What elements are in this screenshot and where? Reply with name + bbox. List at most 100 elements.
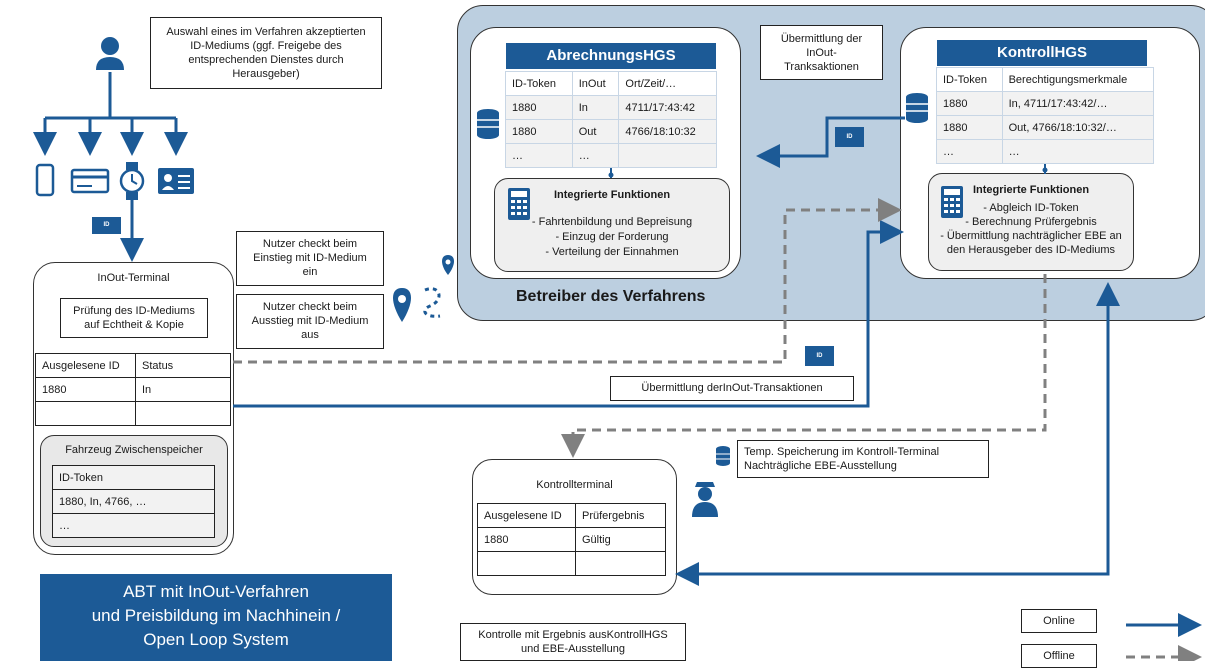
note-line: Nachträgliche EBE-Ausstellung bbox=[744, 460, 897, 472]
table-cell: … bbox=[52, 513, 215, 538]
table-cell: In bbox=[571, 95, 620, 120]
note-line: InOut- bbox=[806, 47, 837, 59]
table-cell: 1880 bbox=[35, 377, 136, 402]
abrechnung-functions: Integrierte Funktionen - Fahrtenbildung … bbox=[494, 178, 730, 272]
kontrollterminal-title: Kontrollterminal bbox=[536, 479, 613, 491]
table-cell: 1880 bbox=[936, 91, 1003, 116]
table-cell: … bbox=[571, 143, 620, 168]
table-cell: Gültig bbox=[575, 527, 666, 552]
id-badge: ID bbox=[805, 346, 834, 366]
title-line: und Preisbildung im Nachhinein / bbox=[91, 606, 341, 625]
title-box: ABT mit InOut-Verfahren und Preisbildung… bbox=[40, 574, 392, 661]
note-line: Nutzer checkt beim bbox=[262, 301, 358, 313]
table-cell: 1880 bbox=[936, 115, 1003, 140]
id-card-icon bbox=[158, 168, 194, 194]
online-arrow bbox=[675, 285, 1110, 586]
note-line: ein bbox=[302, 266, 318, 278]
note-line: Auswahl eines im Verfahren akzeptierten bbox=[166, 26, 366, 38]
kon-func-line: den Herausgeber des ID-Mediums bbox=[946, 244, 1116, 256]
kon-header-id: ID-Token bbox=[936, 67, 1003, 92]
kontroll-title: KontrollHGS bbox=[937, 40, 1147, 66]
checkin-note: Nutzer checkt beim Einstieg mit ID-Mediu… bbox=[236, 231, 384, 286]
abr-func-line: - Fahrtenbildung und Bepreisung bbox=[531, 216, 693, 228]
table-cell: 4766/18:10:32 bbox=[618, 119, 717, 144]
inout-table: Ausgelesene ID Status 1880 In bbox=[35, 353, 231, 426]
operator-label: Betreiber des Verfahrens bbox=[516, 288, 706, 305]
table-cell: … bbox=[936, 139, 1003, 164]
abr-header-id: ID-Token bbox=[505, 71, 573, 96]
credit-card-icon bbox=[70, 168, 110, 194]
table-cell bbox=[575, 551, 666, 576]
user-note: Auswahl eines im Verfahren akzeptierten … bbox=[150, 17, 382, 89]
title-line: ABT mit InOut-Verfahren bbox=[123, 582, 309, 601]
kontroll-table: ID-Token Berechtigungsmerkmale 1880 In, … bbox=[936, 67, 1155, 164]
buffer-title: Fahrzeug Zwischenspeicher bbox=[65, 444, 203, 456]
table-cell: … bbox=[505, 143, 573, 168]
table-cell: 1880 bbox=[505, 119, 573, 144]
note-line: auf Echtheit & Kopie bbox=[84, 319, 184, 331]
transfer-note: Übermittlung der InOut- Tranksaktionen bbox=[760, 25, 883, 80]
note-line: ID-Mediums (ggf. Freigebe des bbox=[190, 40, 342, 52]
location-route-icon bbox=[393, 255, 454, 322]
table-cell: … bbox=[1001, 139, 1155, 164]
inout-check: Prüfung des ID-Mediums auf Echtheit & Ko… bbox=[60, 298, 208, 338]
note-line: Nutzer checkt beim bbox=[262, 238, 358, 250]
inout-title: InOut-Terminal bbox=[97, 272, 170, 284]
table-cell bbox=[135, 401, 231, 426]
note-line: Ausstieg mit ID-Medium bbox=[251, 315, 369, 327]
database-icon bbox=[716, 446, 730, 466]
table-cell: 1880, In, 4766, … bbox=[52, 489, 215, 514]
table-cell bbox=[618, 143, 717, 168]
person-icon bbox=[96, 37, 124, 70]
inout-header-id: Ausgelesene ID bbox=[35, 353, 136, 378]
abrechnung-table: ID-Token InOut Ort/Zeit/… 1880 In 4711/1… bbox=[505, 71, 717, 168]
legend-offline: Offline bbox=[1021, 644, 1097, 668]
table-cell: In bbox=[135, 377, 231, 402]
police-officer-icon bbox=[692, 482, 718, 517]
abr-func-line: - Einzug der Forderung bbox=[555, 231, 669, 243]
table-cell: 4711/17:43:42 bbox=[618, 95, 717, 120]
note-line: und EBE-Ausstellung bbox=[521, 643, 625, 655]
table-cell: 1880 bbox=[477, 527, 576, 552]
kon-header-merkmale: Berechtigungsmerkmale bbox=[1001, 67, 1155, 92]
abrechnung-title: AbrechnungsHGS bbox=[506, 43, 716, 69]
smartwatch-icon bbox=[119, 162, 145, 200]
table-cell: In, 4711/17:43:42/… bbox=[1001, 91, 1155, 116]
kontrollterminal-table: Ausgelesene ID Prüfergebnis 1880 Gültig bbox=[477, 503, 666, 576]
kon-func-line: - Übermittlung nachträglicher EBE an bbox=[940, 230, 1122, 242]
kon-func-title: Integrierte Funktionen bbox=[972, 184, 1090, 196]
table-cell: ID-Token bbox=[52, 465, 215, 490]
note-line: entsprechenden Dienstes durch bbox=[188, 54, 344, 66]
table-cell bbox=[477, 551, 576, 576]
note-line: Temp. Speicherung im Kontroll-Terminal bbox=[744, 446, 940, 458]
abr-func-line: - Verteilung der Einnahmen bbox=[545, 246, 679, 258]
kon-func-line: - Abgleich ID-Token bbox=[983, 202, 1079, 214]
temp-note: Temp. Speicherung im Kontroll-Terminal N… bbox=[737, 440, 989, 478]
note-line: Prüfung des ID-Mediums bbox=[73, 305, 195, 317]
note-line: Übermittlung der bbox=[780, 33, 863, 45]
note-line: Einstieg mit ID-Medium bbox=[253, 252, 367, 264]
buffer-table: ID-Token 1880, In, 4766, … … bbox=[52, 465, 215, 538]
note-line: Herausgeber) bbox=[232, 68, 300, 80]
inout-header-status: Status bbox=[135, 353, 231, 378]
id-badge: ID bbox=[835, 127, 864, 147]
legend-online: Online bbox=[1021, 609, 1097, 633]
kontroll-functions: Integrierte Funktionen - Abgleich ID-Tok… bbox=[928, 173, 1134, 271]
kon-func-line: - Berechnung Prüfergebnis bbox=[965, 216, 1097, 228]
kontrolle-note: Kontrolle mit Ergebnis ausKontrollHGS un… bbox=[460, 623, 686, 661]
note-line: aus bbox=[301, 329, 319, 341]
abr-header-ort: Ort/Zeit/… bbox=[618, 71, 717, 96]
note-line: Tranksaktionen bbox=[784, 61, 859, 73]
kt-header-result: Prüfergebnis bbox=[575, 503, 666, 528]
transfer-note-2: Übermittlung derInOut-Transaktionen bbox=[610, 376, 854, 401]
id-badge: ID bbox=[92, 217, 121, 234]
table-cell: Out, 4766/18:10:32/… bbox=[1001, 115, 1155, 140]
kt-header-id: Ausgelesene ID bbox=[477, 503, 576, 528]
checkout-note: Nutzer checkt beim Ausstieg mit ID-Mediu… bbox=[236, 294, 384, 349]
table-cell bbox=[35, 401, 136, 426]
title-line: Open Loop System bbox=[143, 630, 289, 649]
note-line: Kontrolle mit Ergebnis ausKontrollHGS bbox=[478, 629, 668, 641]
table-cell: Out bbox=[571, 119, 620, 144]
abr-func-title: Integrierte Funktionen bbox=[553, 189, 671, 201]
abr-header-inout: InOut bbox=[571, 71, 620, 96]
